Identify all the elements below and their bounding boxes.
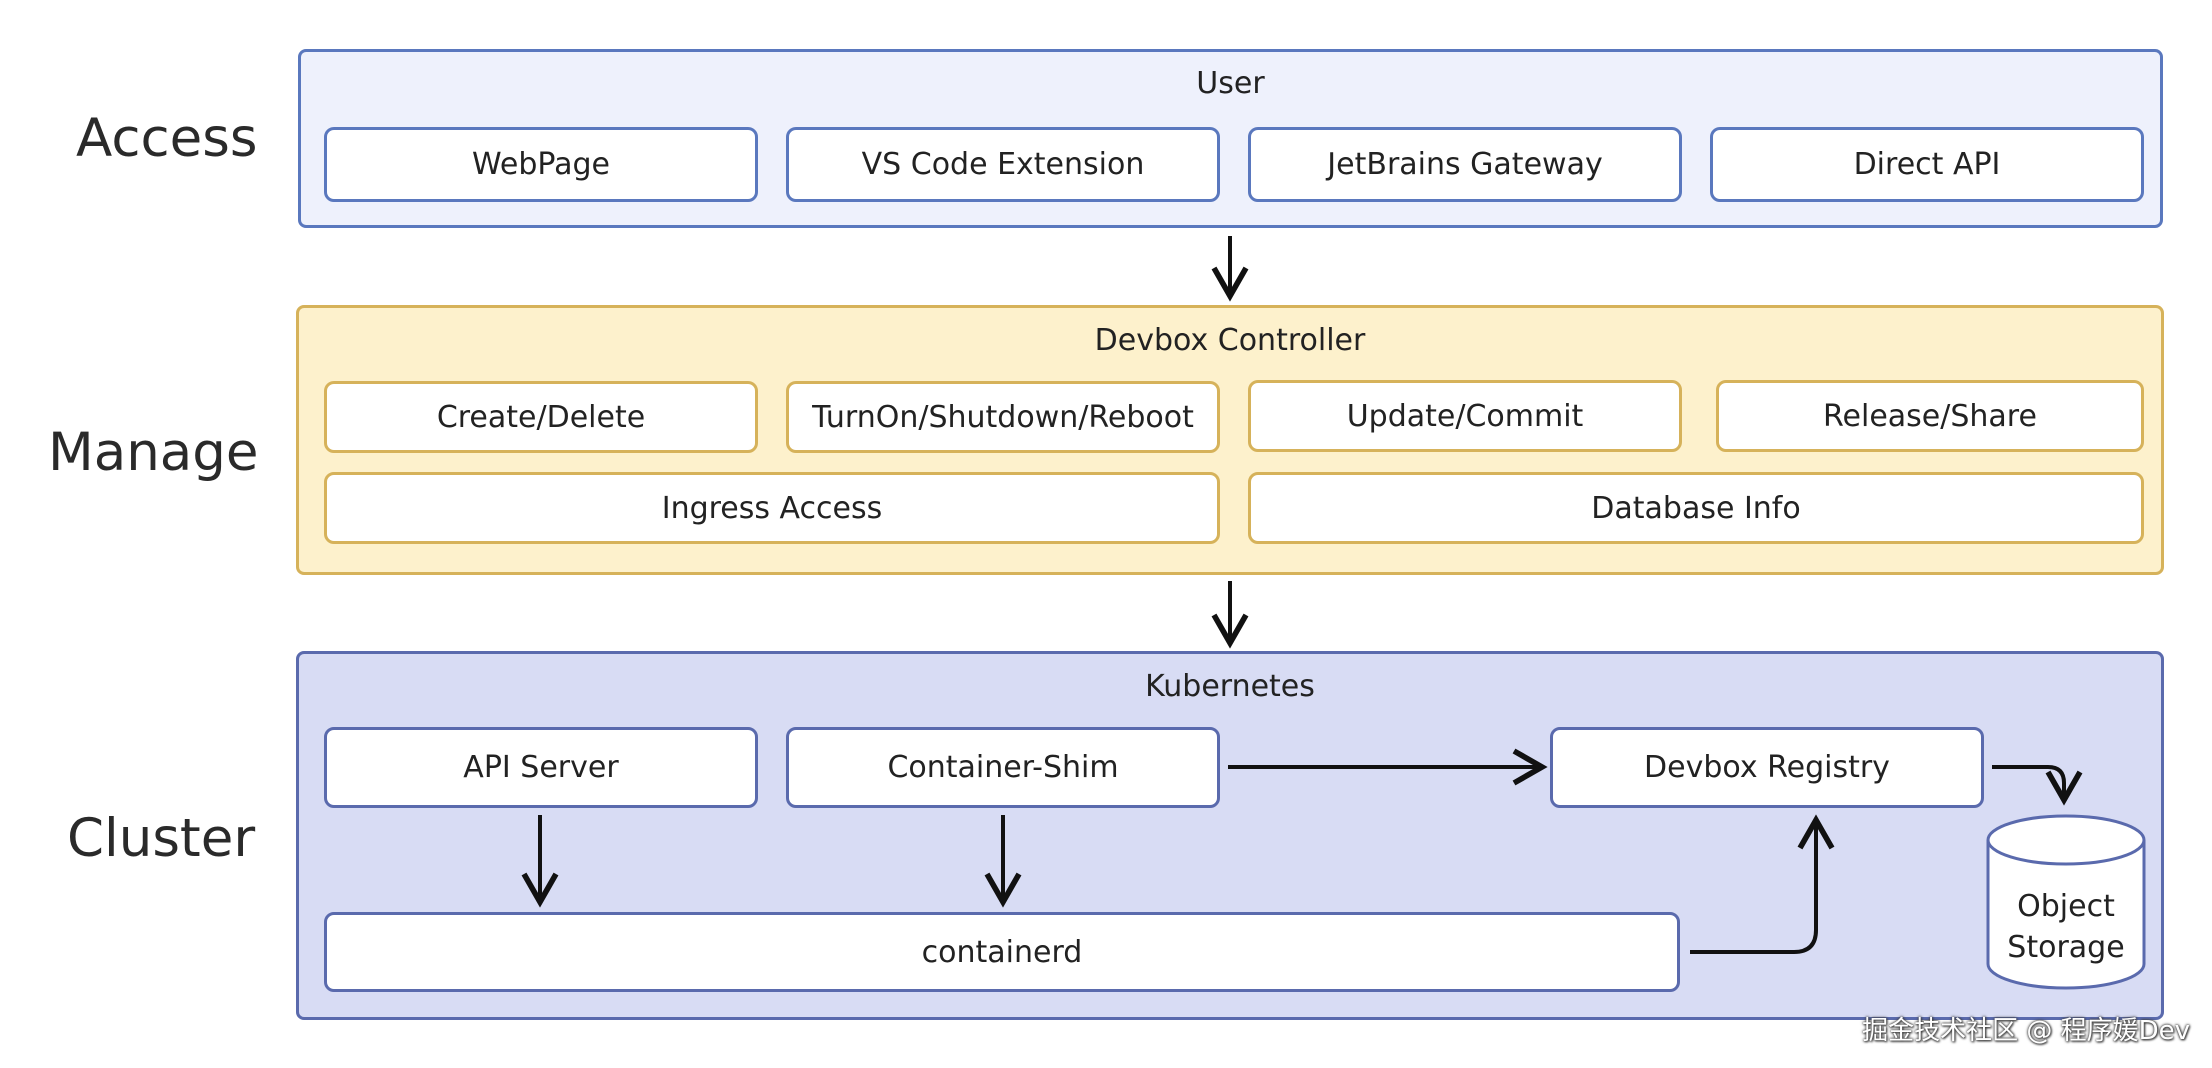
ingress-access-box: Ingress Access [324,472,1220,544]
watermark: 掘金技术社区 @ 程序媛Dev [1862,1016,2190,1046]
database-info-box: Database Info [1248,472,2144,544]
cluster-section-title: Kubernetes [1145,669,1315,704]
release-share-box: Release/Share [1716,380,2144,452]
api-server-box: API Server [324,727,758,808]
vscode-extension-box: VS Code Extension [786,127,1220,202]
row-label-manage: Manage [48,422,259,483]
containerd-box: containerd [324,912,1680,992]
webpage-box: WebPage [324,127,758,202]
jetbrains-gateway-box: JetBrains Gateway [1248,127,1682,202]
turnon-shutdown-reboot-box: TurnOn/Shutdown/Reboot [786,381,1220,453]
manage-section-title: Devbox Controller [1094,323,1366,358]
create-delete-box: Create/Delete [324,381,758,453]
access-section-title: User [1196,66,1265,101]
container-shim-box: Container-Shim [786,727,1220,808]
devbox-registry-box: Devbox Registry [1550,727,1984,808]
row-label-cluster: Cluster [67,808,256,869]
row-label-access: Access [76,108,258,169]
update-commit-box: Update/Commit [1248,380,1682,452]
direct-api-box: Direct API [1710,127,2144,202]
